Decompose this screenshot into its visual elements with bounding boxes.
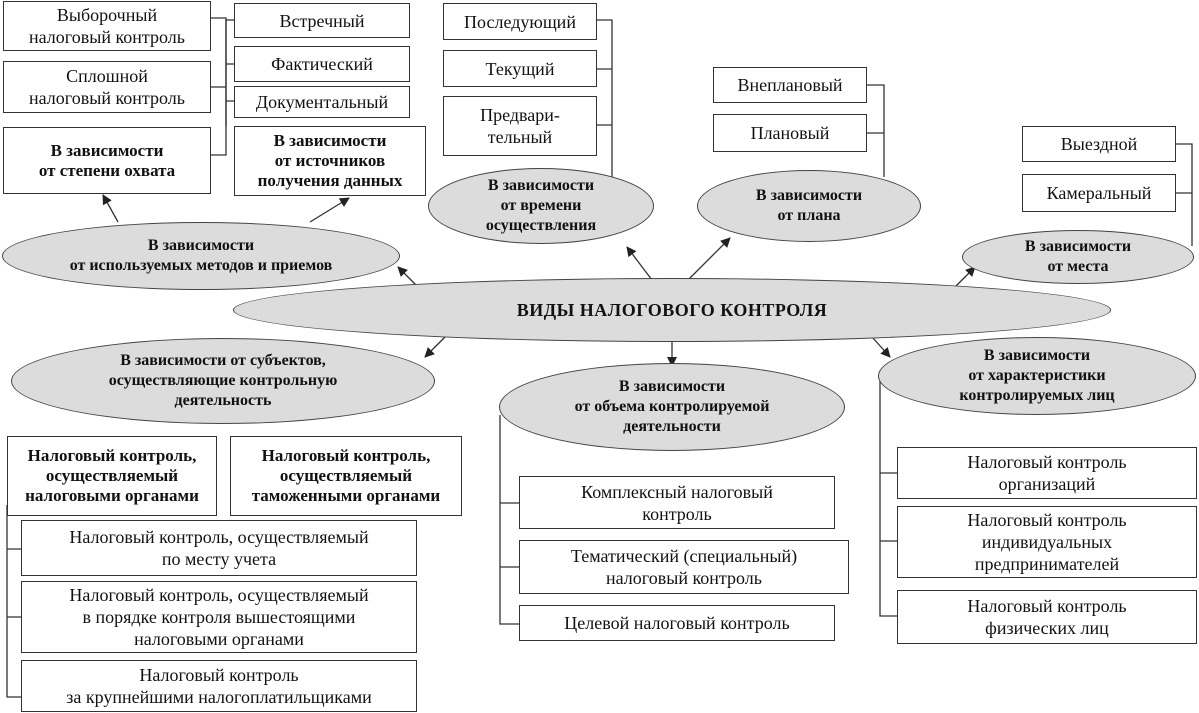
documentary-control-box: Документальный — [234, 86, 410, 118]
current-control-box: Текущий — [443, 50, 597, 87]
registration-place-control-box: Налоговый контроль, осуществляемый по ме… — [21, 520, 417, 576]
plan-ellipse: В зависимости от плана — [697, 170, 921, 242]
time-bracket — [597, 19, 613, 180]
subjects-ellipse: В зависимости от субъектов, осуществляющ… — [11, 338, 435, 424]
field-control-box: Выездной — [1022, 126, 1176, 162]
time-ellipse: В зависимости от времени осуществления — [428, 168, 654, 244]
arrow-to-subjects — [424, 336, 446, 358]
sources-category-box: В зависимости от источников получения да… — [234, 126, 426, 196]
tax-organs-box: Налоговый контроль, осуществляемый налог… — [7, 436, 217, 516]
scheduled-control-box: Плановый — [713, 114, 867, 152]
complex-control-box: Комплексный налоговый контроль — [519, 476, 835, 529]
preliminary-control-box: Предвари- тельный — [443, 96, 597, 156]
arrow-to-plan — [687, 237, 731, 281]
factual-control-box: Фактический — [234, 46, 410, 82]
thematic-control-box: Тематический (специальный) налоговый кон… — [519, 540, 849, 594]
place-ellipse: В зависимости от места — [962, 230, 1194, 284]
subjects-bracket — [6, 505, 21, 698]
organizations-control-box: Налоговый контроль организаций — [897, 447, 1197, 499]
plan-bracket — [867, 84, 885, 177]
persons-ellipse: В зависимости от характеристики контроли… — [878, 337, 1196, 415]
arrow-to-time — [626, 246, 653, 281]
arrow-to-sources — [309, 197, 350, 223]
continuous-control-box: Сплошной налоговый контроль — [3, 61, 211, 113]
targeted-control-box: Целевой налоговый контроль — [519, 605, 835, 641]
individuals-control-box: Налоговый контроль физических лиц — [897, 590, 1197, 644]
coverage-category-box: В зависимости от степени охвата — [3, 127, 211, 194]
entrepreneurs-control-box: Налоговый контроль индивидуальных предпр… — [897, 506, 1197, 578]
coverage-bracket — [211, 17, 227, 156]
selective-control-box: Выборочный налоговый контроль — [3, 1, 211, 51]
arrow-to-persons — [871, 336, 891, 358]
persons-bracket — [879, 375, 897, 617]
counter-control-box: Встречный — [234, 3, 410, 38]
subsequent-control-box: Последующий — [443, 3, 597, 40]
higher-organs-control-box: Налоговый контроль, осуществляемый в пор… — [21, 581, 417, 653]
methods-ellipse: В зависимости от используемых методов и … — [2, 222, 400, 290]
arrow-to-coverage — [102, 194, 119, 223]
sources-bracket — [225, 19, 234, 126]
largest-taxpayers-control-box: Налоговый контроль за крупнейшими налого… — [21, 660, 417, 712]
customs-organs-box: Налоговый контроль, осуществляемый тамож… — [230, 436, 462, 516]
center-title-ellipse: ВИДЫ НАЛОГОВОГО КОНТРОЛЯ — [233, 278, 1111, 342]
desk-control-box: Камеральный — [1022, 174, 1176, 212]
volume-ellipse: В зависимости от объема контролируемой д… — [499, 363, 845, 451]
volume-bracket — [499, 415, 519, 625]
place-bracket — [1176, 143, 1193, 246]
arrow-to-place — [954, 266, 976, 288]
unscheduled-control-box: Внеплановый — [713, 67, 867, 103]
